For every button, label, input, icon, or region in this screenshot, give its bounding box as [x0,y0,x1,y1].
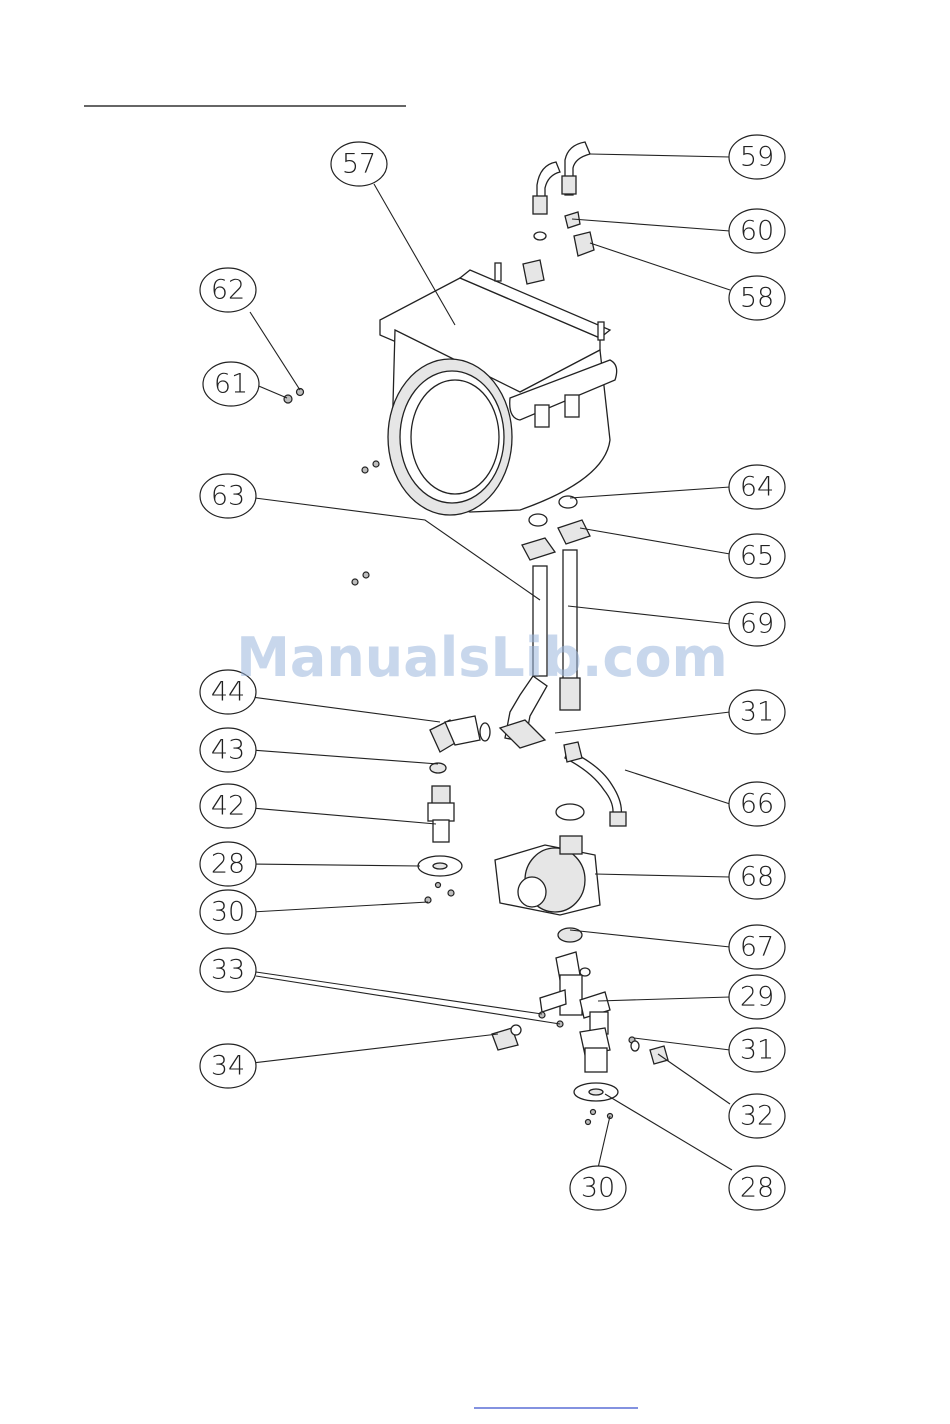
sensor-pipes-59 [533,142,590,214]
callout-number: 34 [211,1051,245,1082]
gasket-28-upper [418,856,462,903]
callout-number: 66 [740,789,774,820]
callout-61: 61 [203,362,259,406]
callout-31: 31 [729,1028,785,1072]
callout-number: 31 [740,1035,774,1066]
callout-number: 30 [211,897,245,928]
callout-number: 69 [740,609,774,640]
callout-30: 30 [570,1166,626,1210]
callout-28: 28 [200,842,256,886]
callout-number: 61 [214,369,248,400]
fitting-31-32-34 [492,1012,668,1064]
callout-number: 28 [211,849,245,880]
callout-number: 58 [740,283,774,314]
watermark: ManualsLib.com [236,626,728,689]
callout-34: 34 [200,1044,256,1088]
callout-31: 31 [729,690,785,734]
callout-number: 42 [211,791,245,822]
callout-29: 29 [729,975,785,1019]
heat-exchanger-57 [380,263,617,515]
callout-number: 28 [740,1173,774,1204]
callout-number: 62 [211,275,245,306]
callout-66: 66 [729,782,785,826]
seal-43 [430,763,446,773]
callout-33: 33 [200,948,256,992]
callout-57: 57 [331,142,387,186]
gasket-28-lower [574,1083,618,1125]
callout-number: 60 [740,216,774,247]
callout-number: 33 [211,955,245,986]
callout-number: 64 [740,472,774,503]
callout-number: 65 [740,541,774,572]
callout-42: 42 [200,784,256,828]
pump-68 [495,804,600,915]
callout-number: 63 [211,481,245,512]
callout-63: 63 [200,474,256,518]
callout-number: 43 [211,735,245,766]
callout-67: 67 [729,925,785,969]
callout-28: 28 [729,1166,785,1210]
callout-64: 64 [729,465,785,509]
callout-number: 68 [740,862,774,893]
connector-42 [428,786,454,842]
callout-58: 58 [729,276,785,320]
pipes-63-69 [500,496,590,748]
callout-43: 43 [200,728,256,772]
callout-number: 31 [740,697,774,728]
callout-number: 67 [740,932,774,963]
callout-number: 57 [342,149,376,180]
callout-59: 59 [729,135,785,179]
callout-60: 60 [729,209,785,253]
callout-30: 30 [200,890,256,934]
callout-65: 65 [729,534,785,578]
callout-62: 62 [200,268,256,312]
callout-69: 69 [729,602,785,646]
callout-number: 29 [740,982,774,1013]
callout-68: 68 [729,855,785,899]
callout-32: 32 [729,1094,785,1138]
callout-number: 32 [740,1101,774,1132]
callout-number: 59 [740,142,774,173]
manifold-29 [540,952,610,1072]
callout-number: 30 [581,1173,615,1204]
